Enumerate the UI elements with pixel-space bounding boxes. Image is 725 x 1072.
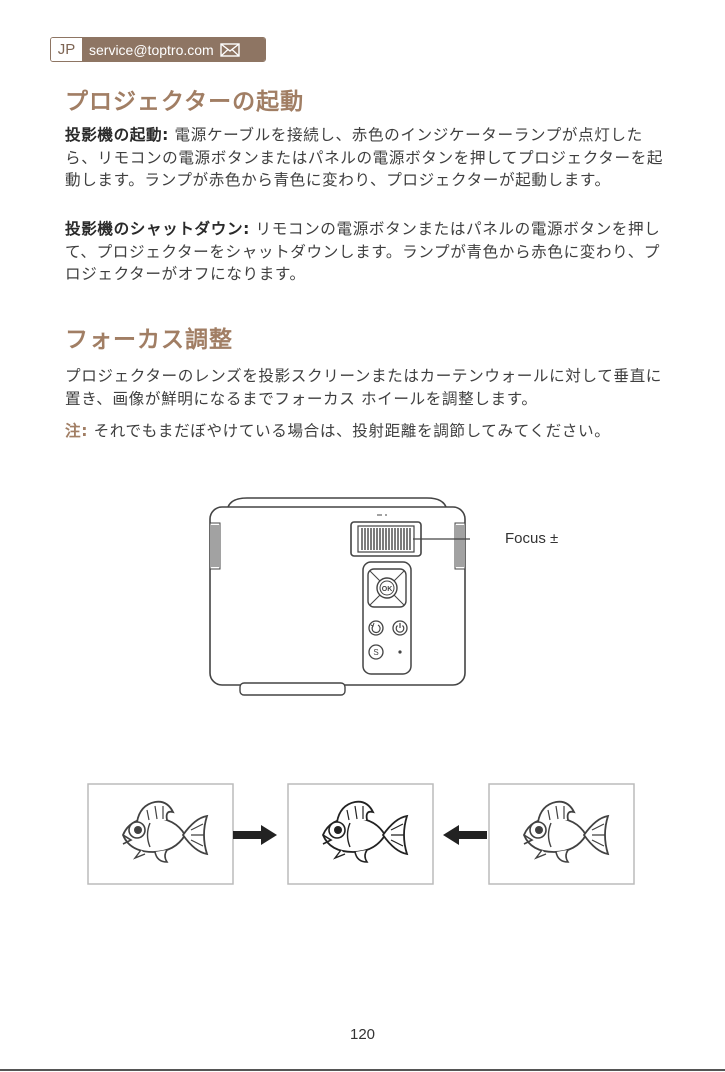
section-heading-startup: プロジェクターの起動 [65, 89, 305, 115]
shutdown-lead: 投影機のシャットダウン: [65, 220, 250, 238]
focus-sequence [87, 783, 635, 885]
paragraph-focus: プロジェクターのレンズを投影スクリーンまたはカーテンウォールに対して垂直に置き、… [65, 367, 662, 408]
header-badge: JP service@toptro.com [50, 37, 266, 62]
arrow-left-icon [443, 825, 487, 845]
note-lead: 注: [65, 422, 89, 440]
language-code: JP [51, 38, 82, 61]
focus-wheel [350, 521, 422, 557]
paragraph-note: 注: それでもまだぼやけている場合は、投射距離を調節してみてください。 [65, 420, 665, 443]
focus-label: Focus ± [505, 530, 559, 547]
projector-diagram: OK S [209, 497, 470, 696]
right-vent [454, 522, 466, 570]
indicator-led [398, 650, 402, 654]
support-email[interactable]: service@toptro.com [82, 38, 265, 61]
source-button-label: S [373, 648, 378, 657]
paragraph-startup: 投影機の起動: 電源ケーブルを接続し、赤色のインジケーターランプが点灯したら、リ… [65, 124, 665, 192]
source-button [368, 644, 384, 660]
arrow-right-icon [233, 825, 277, 845]
dpad [367, 568, 407, 608]
bottom-rule [0, 1069, 725, 1071]
startup-body: 電源ケーブルを接続し、赤色のインジケーターランプが点灯したら、リモコンの電源ボタ… [65, 126, 664, 190]
section-heading-focus: フォーカス調整 [65, 327, 233, 353]
left-vent [209, 522, 221, 570]
paragraph-shutdown: 投影機のシャットダウン: リモコンの電源ボタンまたはパネルの電源ボタンを押して、… [65, 218, 665, 286]
support-email-text: service@toptro.com [89, 41, 214, 58]
ok-button-label: OK [382, 586, 393, 593]
note-body: それでもまだぼやけている場合は、投射距離を調節してみてください。 [88, 422, 611, 440]
startup-lead: 投影機の起動: [65, 126, 169, 144]
page-number: 120 [349, 1026, 376, 1043]
mail-icon [220, 42, 240, 57]
shutdown-body: リモコンの電源ボタンまたはパネルの電源ボタンを押して、プロジェクターをシャットダ… [65, 220, 661, 284]
